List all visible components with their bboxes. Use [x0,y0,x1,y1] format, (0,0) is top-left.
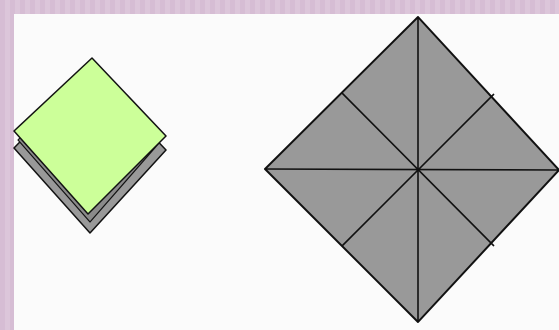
frame-left [0,0,14,330]
crease-horizontal [265,169,559,170]
frame-top [0,0,559,14]
